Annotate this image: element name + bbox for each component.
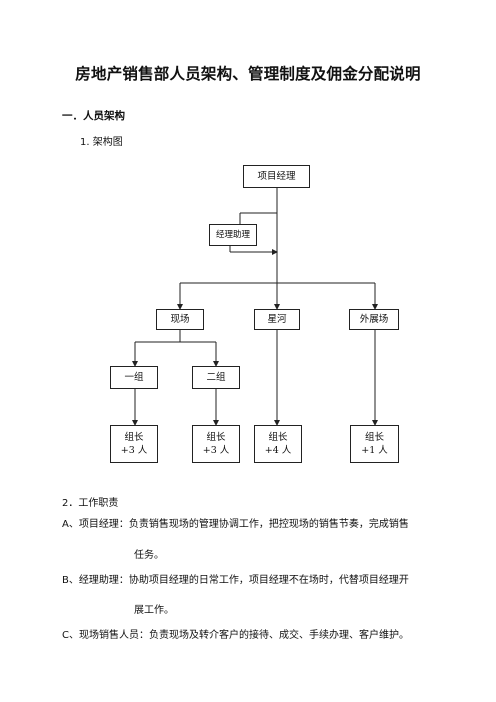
node-group-2: 二组 [192, 366, 240, 389]
duty-a-line1: A、项目经理：负责销售现场的管理协调工作，把控现场的销售节奏，完成销售 [62, 519, 409, 530]
node-manager-assistant: 经理助理 [209, 224, 257, 246]
duty-a-line2: 任务。 [134, 550, 164, 561]
page-title: 房地产销售部人员架构、管理制度及佣金分配说明 [75, 65, 421, 83]
section-heading-structure: 一．人员架构 [62, 110, 125, 122]
subheading-duties: 2．工作职责 [62, 498, 119, 509]
duty-c-line1: C、现场销售人员：负责现场及转介客户的接待、成交、手续办理、客户维护。 [62, 630, 409, 641]
duty-b-line2: 展工作。 [134, 605, 174, 616]
node-project-manager: 项目经理 [243, 165, 310, 188]
node-leader-2: 组长 +3 人 [192, 425, 240, 463]
node-leader-1: 组长 +3 人 [110, 425, 158, 463]
node-outreach: 外展场 [349, 309, 399, 330]
node-xinghe: 星河 [254, 309, 300, 330]
node-leader-4: 组长 +1 人 [350, 425, 399, 463]
node-onsite: 现场 [156, 309, 204, 330]
node-group-1: 一组 [110, 366, 158, 389]
node-leader-3: 组长 +4 人 [254, 425, 302, 463]
subheading-org-chart: 1. 架构图 [80, 137, 123, 148]
duty-b-line1: B、经理助理：协助项目经理的日常工作，项目经理不在场时，代替项目经理开 [62, 575, 409, 586]
